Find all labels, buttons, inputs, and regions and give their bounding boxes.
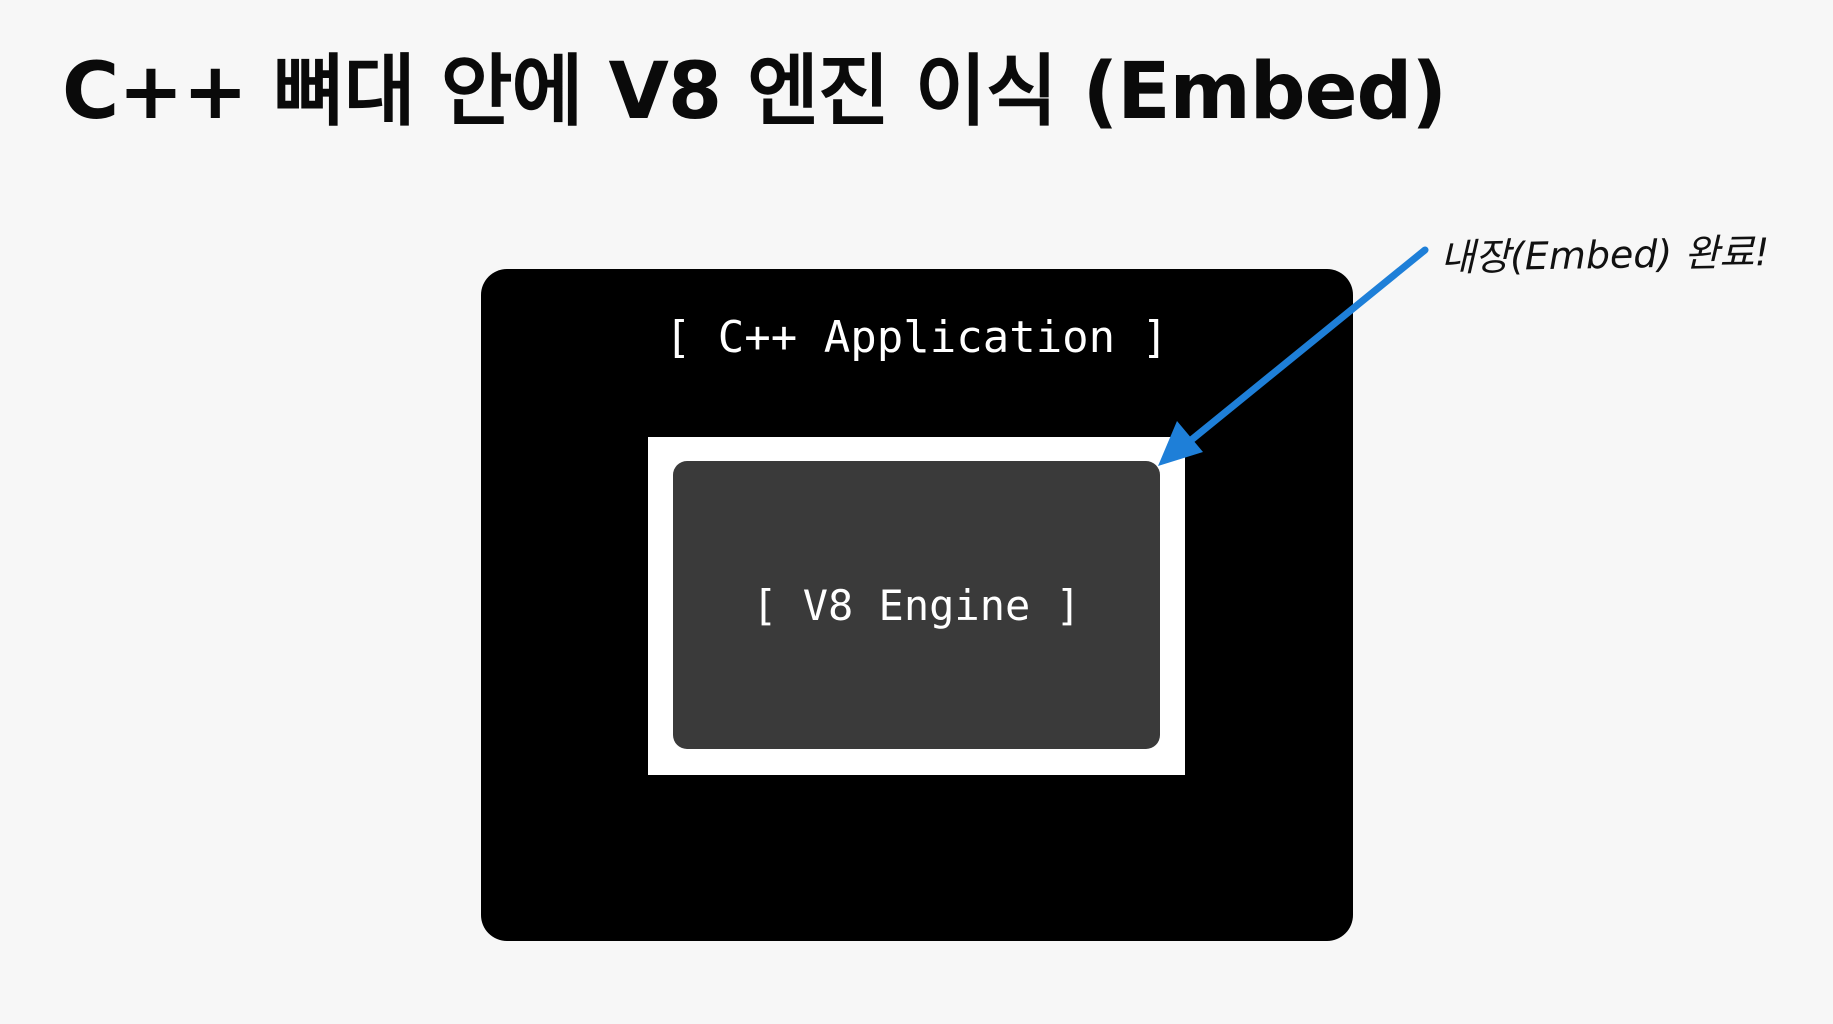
page-title: C++ 뼈대 안에 V8 엔진 이식 (Embed): [62, 47, 1447, 137]
v8-engine-box: [ V8 Engine ]: [673, 461, 1160, 749]
v8-engine-label: [ V8 Engine ]: [752, 580, 1081, 630]
embed-complete-annotation: 내장(Embed) 완료!: [1439, 230, 1770, 280]
cpp-application-label: [ C++ Application ]: [664, 312, 1169, 363]
